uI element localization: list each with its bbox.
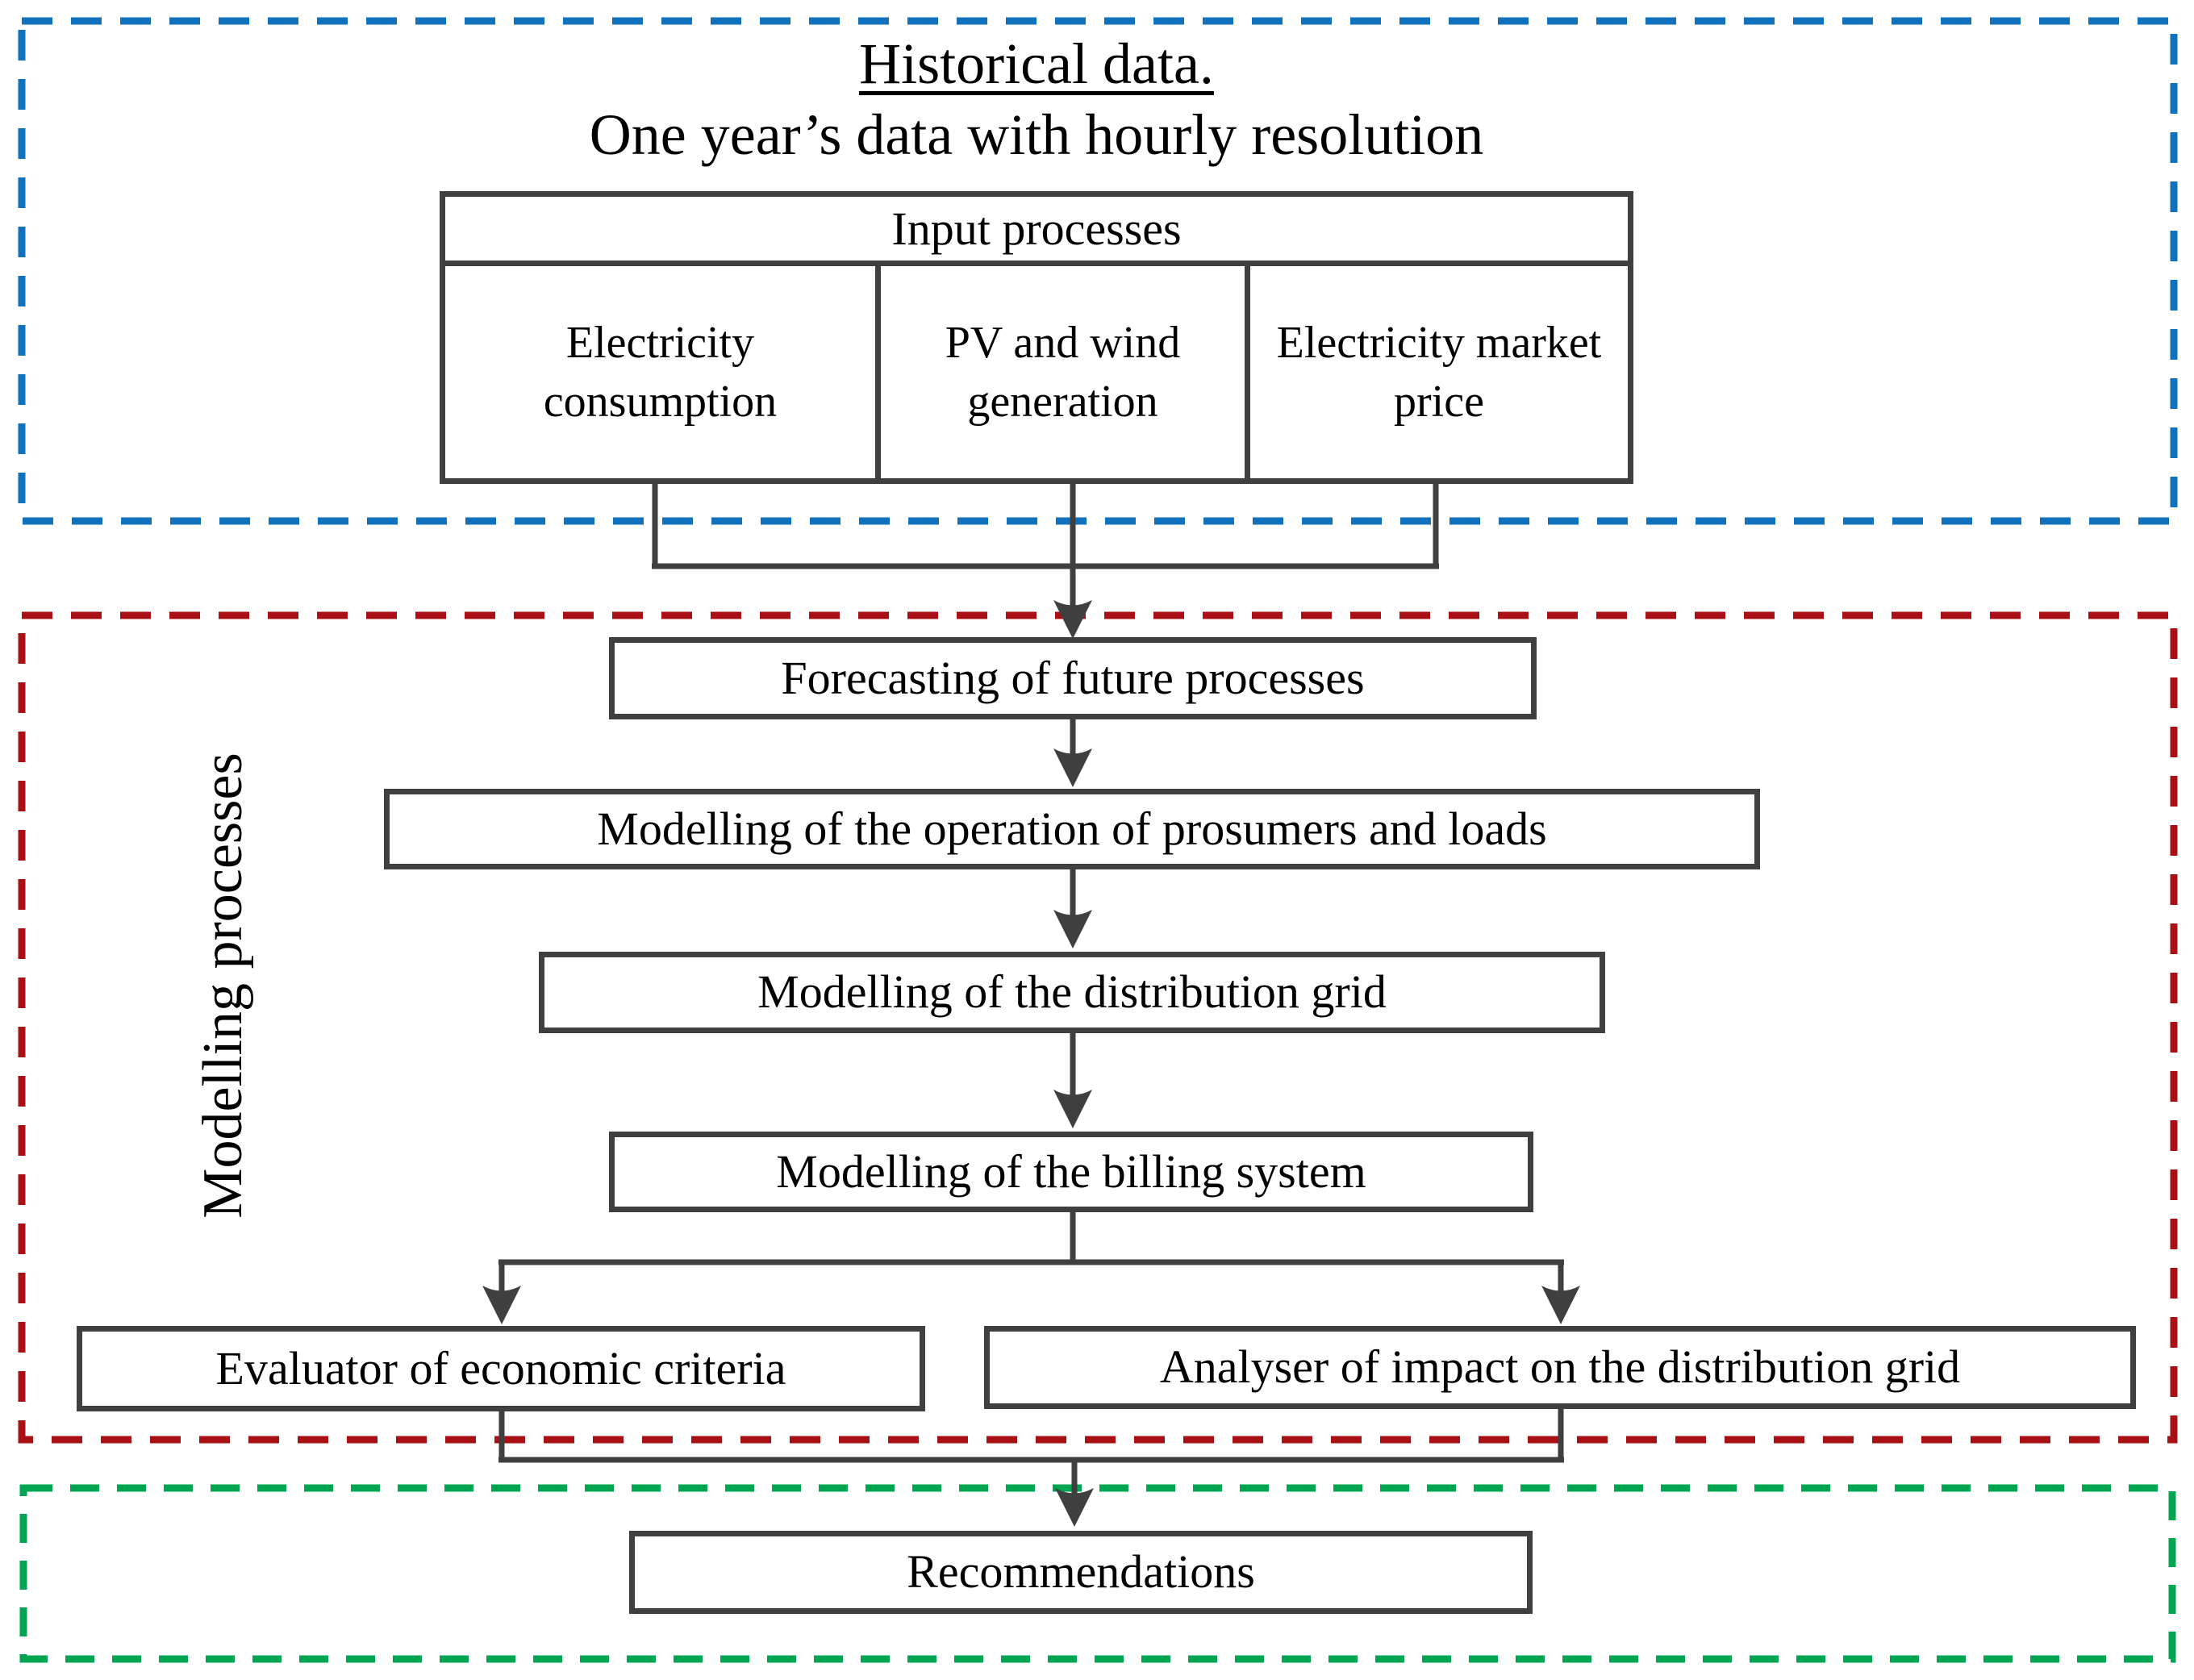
- input-processes-cells: Electricity consumption PV and wind gene…: [445, 266, 1628, 478]
- arrow-down-icon: [1053, 910, 1092, 948]
- arrow-down-icon: [1053, 748, 1092, 787]
- recommendations-frame: [19, 1484, 2176, 1663]
- historical-data-subtitle: One year’s data with hourly resolution: [589, 102, 1484, 167]
- distribution-grid-box: Modelling of the distribution grid: [539, 952, 1605, 1033]
- arrow-down-icon: [1541, 1286, 1580, 1324]
- arrow-down-icon: [1053, 600, 1092, 639]
- arrow-down-icon: [1053, 1090, 1092, 1128]
- input-processes-table: Input processes Electricity consumption …: [440, 191, 1633, 484]
- prosumers-loads-box: Modelling of the operation of prosumers …: [384, 789, 1760, 869]
- arrow-down-icon: [482, 1286, 521, 1324]
- billing-system-box: Modelling of the billing system: [609, 1132, 1533, 1212]
- grid-impact-analyser-box: Analyser of impact on the distribution g…: [984, 1326, 2136, 1409]
- economic-evaluator-box: Evaluator of economic criteria: [77, 1326, 925, 1411]
- historical-data-title: Historical data.: [859, 31, 1214, 96]
- input-processes-header: Input processes: [445, 197, 1628, 266]
- modelling-processes-label: Modelling processes: [192, 752, 254, 1219]
- recommendations-box: Recommendations: [629, 1531, 1533, 1614]
- arrow-down-icon: [1055, 1488, 1094, 1527]
- cell-electricity-market-price: Electricity market price: [1245, 266, 1628, 478]
- forecasting-box: Forecasting of future processes: [609, 637, 1537, 719]
- modelling-processes-frame: [18, 611, 2178, 1444]
- arrowheads: [482, 600, 1580, 1527]
- cell-pv-wind-generation: PV and wind generation: [875, 266, 1245, 478]
- cell-electricity-consumption: Electricity consumption: [543, 317, 778, 427]
- connector-lines: [498, 482, 1564, 1496]
